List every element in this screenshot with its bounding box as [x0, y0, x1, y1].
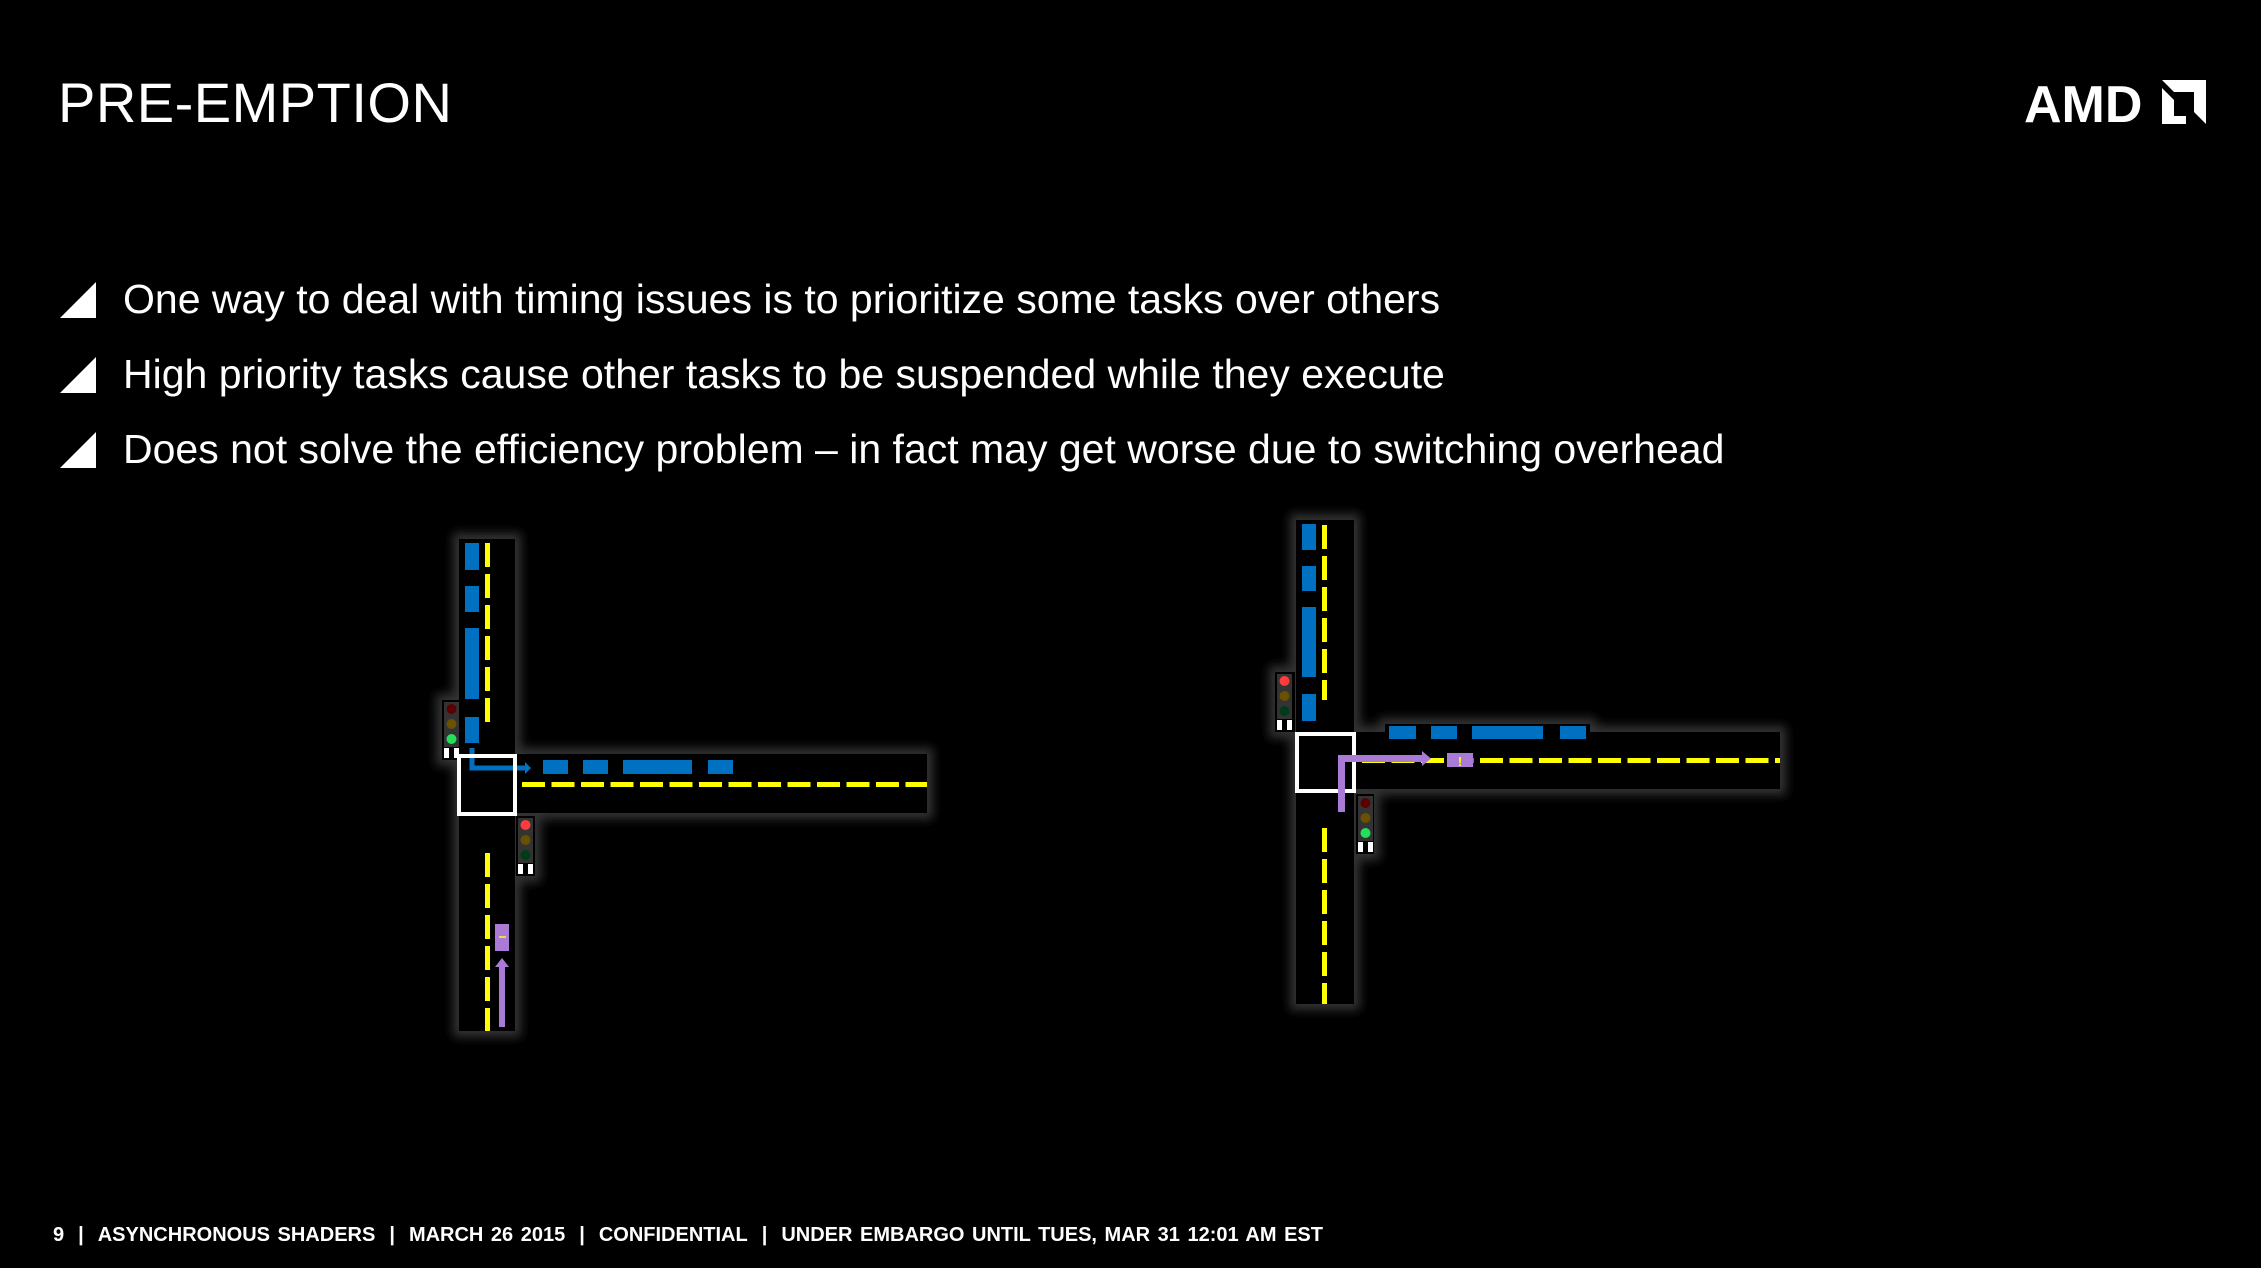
triangle-bullet-icon — [60, 431, 96, 468]
bullet-item: Does not solve the efficiency problem – … — [60, 412, 1724, 487]
traffic-light-red-icon — [1277, 674, 1292, 730]
footer-section: ASYNCHRONOUS SHADERS — [97, 1224, 376, 1246]
car-label: ! — [1458, 754, 1462, 769]
footer: 9|ASYNCHRONOUS SHADERS|MARCH 26 2015|CON… — [53, 1224, 1323, 1246]
triangle-bullet-icon — [60, 281, 96, 318]
suspended-tasks — [1302, 524, 1586, 739]
diagram-before-preemption — [442, 539, 927, 1031]
intersection-box — [1295, 732, 1356, 793]
bullet-text: High priority tasks cause other tasks to… — [123, 351, 1445, 397]
priority-arrow — [1338, 755, 1424, 812]
footer-embargo: UNDER EMBARGO UNTIL TUES, MAR 31 12:01 A… — [781, 1224, 1323, 1246]
priority-task-car — [1447, 753, 1473, 767]
footer-date: MARCH 26 2015 — [408, 1224, 566, 1246]
bullet-item: One way to deal with timing issues is to… — [60, 262, 1724, 337]
bullet-item: High priority tasks cause other tasks to… — [60, 337, 1724, 412]
bullet-text: Does not solve the efficiency problem – … — [123, 426, 1725, 472]
lane-dashes — [485, 543, 927, 1031]
traffic-light-red-icon — [518, 818, 533, 874]
traffic-light-green-icon — [444, 702, 459, 758]
traffic-light-green-icon — [1358, 796, 1373, 852]
intersection-box — [457, 754, 517, 816]
diagram-after-preemption: ! — [1275, 520, 1780, 1004]
triangle-bullet-icon — [60, 356, 96, 393]
bullet-list: One way to deal with timing issues is to… — [60, 262, 1724, 487]
page-number: 9 — [53, 1224, 65, 1246]
footer-classification: CONFIDENTIAL — [598, 1224, 748, 1246]
amd-logo: AMD — [2024, 78, 2206, 128]
bullet-text: One way to deal with timing issues is to… — [123, 276, 1441, 322]
queued-tasks — [465, 543, 733, 774]
slide-title: PRE-EMPTION — [58, 71, 453, 134]
svg-text:AMD: AMD — [2024, 78, 2142, 128]
